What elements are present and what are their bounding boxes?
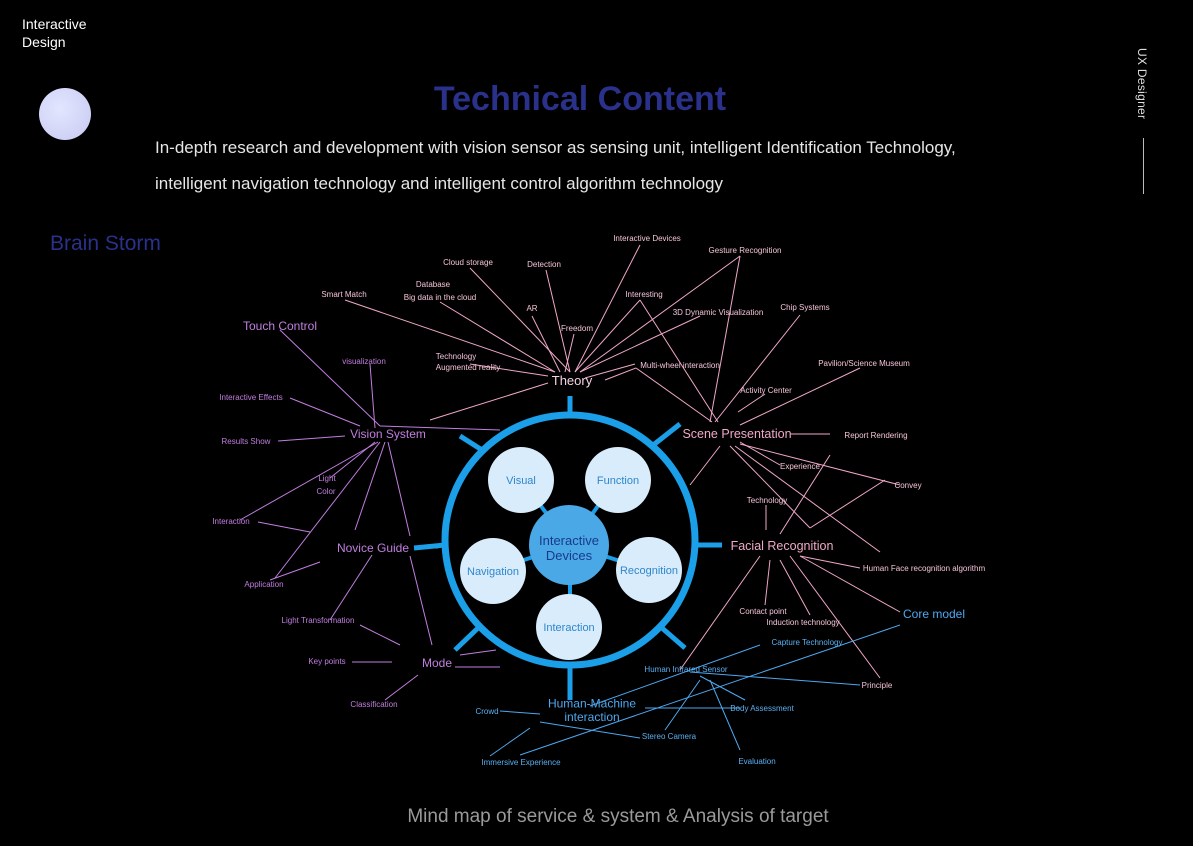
leaf-label-theory: Multi-wheel interaction	[640, 361, 720, 370]
leaf-label-theory: Smart Match	[321, 290, 366, 299]
leaf-label-hmi: Human Infrared Sensor	[644, 665, 727, 674]
description-line-1: In-depth research and development with v…	[155, 138, 956, 157]
branch-label: Core model	[903, 607, 965, 621]
leaf-label-hmi: Immersive Experience	[481, 758, 561, 767]
leaf-label-theory: Big data in the cloud	[404, 293, 477, 302]
brand-logo-text: Interactive Design	[22, 15, 87, 51]
inner-node-circle	[616, 537, 682, 603]
branch-label: Vision System	[350, 427, 426, 441]
inner-node-label: Interaction	[543, 622, 594, 634]
inner-node-circle	[585, 447, 651, 513]
page-description: In-depth research and development with v…	[155, 130, 1095, 202]
leaf-label-theory: Interactive Devices	[613, 234, 681, 243]
leaf-label-scene: Pavilion/Science Museum	[818, 359, 910, 368]
side-label: UX Designer	[1135, 48, 1149, 120]
inner-node-circle	[460, 538, 526, 604]
leaf-label-scene: Report Rendering	[844, 431, 907, 440]
leaf-label-vision: Results Show	[222, 437, 271, 446]
connector-lines-purple	[239, 329, 501, 701]
leaf-label-facial: Human Face recognition algorithm	[863, 564, 986, 573]
leaf-label-facial: Principle	[862, 681, 893, 690]
leaf-label-theory: Technology	[436, 352, 476, 361]
leaf-label-scene: Activity Center	[740, 386, 792, 395]
leaf-label-theory: Interesting	[625, 290, 662, 299]
leaf-label-vision: Color	[316, 487, 335, 496]
inner-node-label: Navigation	[467, 566, 519, 578]
leaf-label-vision: Interactive Effects	[219, 393, 282, 402]
leaf-label-theory: AR	[526, 304, 537, 313]
inner-node-label: Recognition	[620, 565, 678, 577]
branch-label: Scene Presentation	[682, 427, 791, 441]
inner-node-label: Function	[597, 475, 639, 487]
branch-label: Facial Recognition	[731, 539, 834, 553]
brand-line-2: Design	[22, 34, 66, 50]
page-title: Technical Content	[433, 80, 727, 118]
leaf-label-theory: 3D Dynamic Visualization	[673, 308, 764, 317]
leaf-label-hmi: Capture Technology	[771, 638, 842, 647]
leaf-label-vision: Interaction	[212, 517, 249, 526]
leaf-label-vision: Application	[244, 580, 283, 589]
branch-label: Theory	[552, 373, 593, 388]
branch-label: Mode	[422, 656, 452, 670]
connector-lines-blue	[489, 624, 901, 757]
leaf-label-scene: Experience	[780, 462, 821, 471]
leaf-label-vision: visualization	[342, 357, 386, 366]
leaf-label-theory: Detection	[527, 260, 561, 269]
leaf-label-mode: Classification	[350, 700, 397, 709]
leaf-label-theory: Cloud storage	[443, 258, 493, 267]
leaf-label-mode: Key points	[308, 657, 345, 666]
leaf-label-theory: Augmented reality	[436, 363, 500, 372]
leaf-label-hmi: Body Assessment	[730, 704, 794, 713]
leaf-label-mode: Light Transformation	[282, 616, 355, 625]
side-tag: UX Designer	[1121, 48, 1161, 208]
inner-node-circle	[488, 447, 554, 513]
inner-node-circle	[536, 594, 602, 660]
leaf-label-vision: Light	[318, 474, 336, 483]
section-label: Brain Storm	[50, 232, 161, 255]
decorative-circle	[39, 88, 91, 140]
branch-label: Novice Guide	[337, 541, 409, 555]
leaf-label-scene: Convey	[894, 481, 921, 490]
leaf-label-scene: Technology	[747, 496, 787, 505]
leaf-label-theory: Chip Systems	[780, 303, 829, 312]
ring-ticks	[413, 396, 722, 700]
description-line-2: intelligent navigation technology and in…	[155, 174, 723, 193]
leaf-label-theory: Database	[416, 280, 451, 289]
leaf-label-theory: Gesture Recognition	[709, 246, 782, 255]
side-divider	[1143, 138, 1144, 194]
connector-lines-pink	[344, 244, 901, 679]
brand-line-1: Interactive	[22, 16, 87, 32]
leaf-label-hmi: Stereo Camera	[642, 732, 697, 741]
leaf-label-facial: Induction technology	[766, 618, 839, 627]
leaf-label-hmi: Crowd	[475, 707, 498, 716]
inner-node-label: Visual	[506, 475, 536, 487]
center-node-circle	[529, 505, 609, 585]
leaf-label-hmi: Evaluation	[738, 757, 775, 766]
leaf-label-facial: Contact point	[739, 607, 787, 616]
figure-caption: Mind map of service & system & Analysis …	[407, 806, 829, 827]
branch-label: Touch Control	[243, 319, 317, 333]
leaf-label-theory: Freedom	[561, 324, 593, 333]
